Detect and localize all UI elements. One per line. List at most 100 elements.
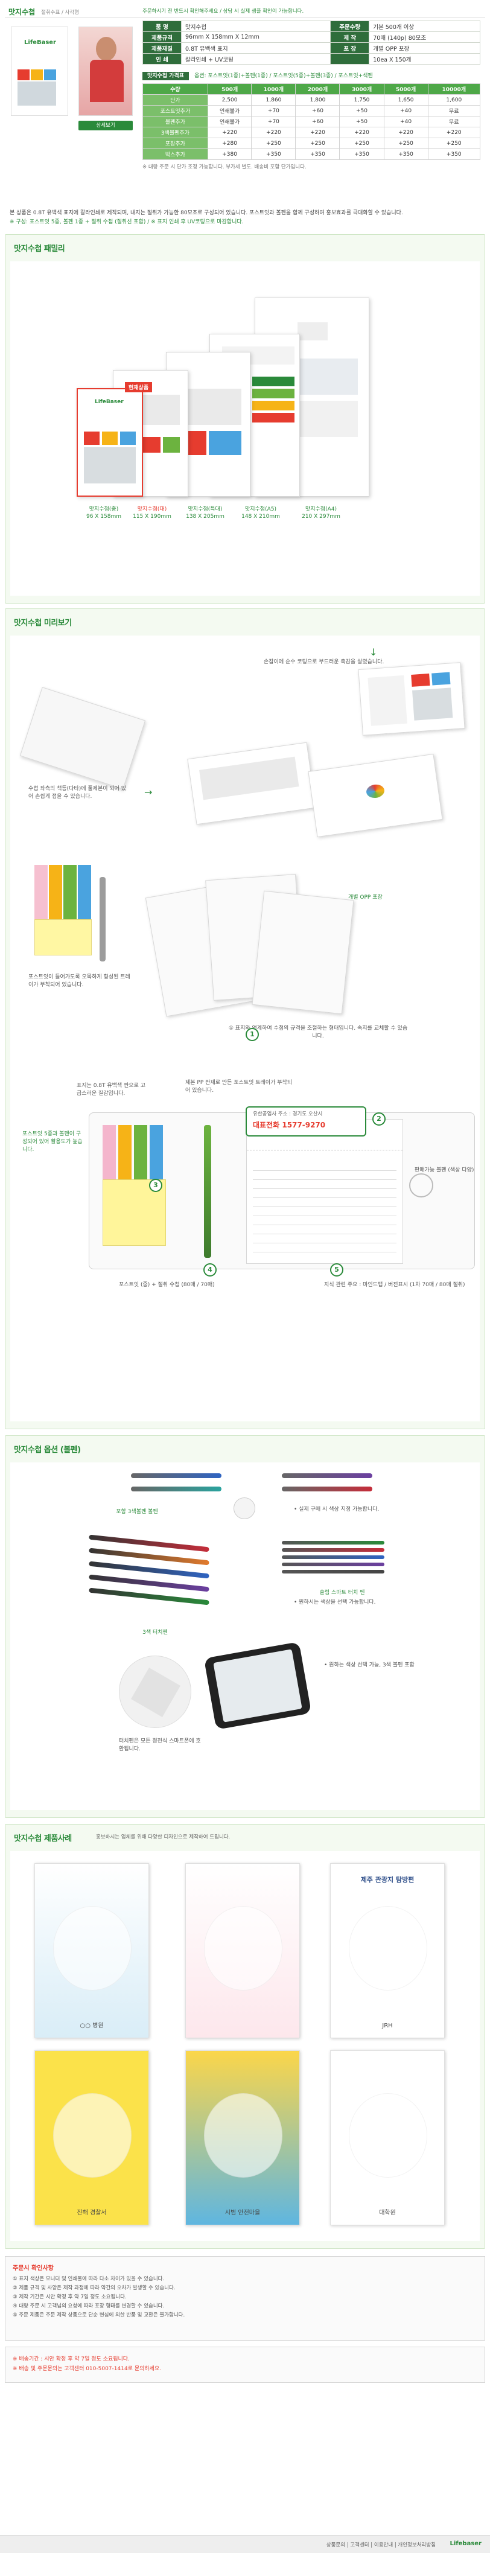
price-cell: 1,860: [251, 94, 296, 106]
price-header-cell: 3000개: [339, 83, 384, 95]
callout-postit-set: 포스트잇 5종과 볼펜이 구성되어 있어 활용도가 높습니다.: [22, 1131, 83, 1153]
price-row: 박스추가+380+350+350+350+350+350: [142, 148, 481, 160]
callout-tray: 포스트잇이 들어가도록 오목하게 형성된 트레이가 부착되어 있습니다.: [28, 974, 130, 988]
family-label: 맛지수첩(A4)210 X 297mm: [288, 506, 354, 520]
section-samples: 맛지수첩 제품사례 홍보하시는 업체를 위해 다양한 디자인으로 제작하여 드립…: [5, 1824, 485, 2249]
price-cell: +220: [251, 127, 296, 138]
price-header-cell: 500개: [207, 83, 252, 95]
sample-card[interactable]: 시범 안전마을: [185, 2050, 300, 2225]
price-header-cell: 수량: [142, 83, 208, 95]
family-label-size: 138 X 205mm: [186, 514, 224, 520]
opp-pack-image: [145, 871, 354, 1017]
spec-key: 제품규격: [142, 31, 182, 43]
price-cell: 1,650: [383, 94, 428, 106]
order-note-line: ② 제품 규격 및 사양은 제작 과정에 따라 약간의 오차가 발생할 수 있습…: [13, 2285, 176, 2291]
footer-links[interactable]: 상품문의 | 고객센터 | 이용안내 | 개인정보처리방침: [326, 2542, 436, 2548]
sample-illustration: [204, 1906, 282, 1991]
spec-key: 인 쇄: [142, 53, 182, 65]
spec-value: 96mm X 158mm X 12mm: [180, 31, 331, 43]
order-note-line: ③ 제작 기간은 시안 확정 후 약 7일 정도 소요됩니다.: [13, 2294, 127, 2300]
family-label-name: 맛지수첩(대): [137, 506, 167, 512]
price-row: 포장추가+280+250+250+250+250+250: [142, 138, 481, 149]
price-row-label: 포장추가: [142, 138, 208, 149]
slim-pen-5: [282, 1570, 384, 1573]
pen-option-purple: [282, 1473, 372, 1478]
price-row-label: 볼펜추가: [142, 116, 208, 127]
section-samples-title: 맛지수첩 제품사례: [14, 1834, 72, 1843]
sample-org: JRH: [382, 2023, 393, 2029]
section-preview-title: 맛지수첩 미리보기: [14, 619, 72, 628]
price-row-label: 3색볼펜추가: [142, 127, 208, 138]
price-cell: 1,800: [295, 94, 340, 106]
family-label: 맛지수첩(특대)138 X 205mm: [172, 506, 238, 520]
price-cell: +250: [251, 138, 296, 149]
price-table-title-bar: 맛지수첩 가격표 옵션: 포스트잇(1종)+볼펜(1종) / 포스트잇(5종)+…: [142, 71, 480, 81]
shipping-notes-box: ※ 배송기간 : 시안 확정 후 약 7일 정도 소요됩니다. ※ 배송 및 주문…: [5, 2347, 485, 2383]
current-product-badge: 현재상품: [125, 382, 153, 392]
phone-callout: 유한공업사 주소 : 경기도 오산시 대표전화 1577-9270: [246, 1106, 366, 1137]
price-cell: +250: [383, 138, 428, 149]
option-3-label: 슬림 스마트 터치 펜: [319, 1590, 365, 1596]
price-cell: +220: [427, 127, 481, 138]
option-4-note: • 원하는 색상 선택 가능, 3색 볼펜 포함: [324, 1662, 415, 1668]
family-label: 맛지수첩(대)115 X 190mm: [119, 506, 185, 520]
price-table-title: 맛지수첩 가격표: [142, 72, 189, 80]
sample-org: 진해 경찰서: [77, 2210, 107, 2216]
spec-key: 주문수량: [330, 21, 370, 32]
shipping-note-line: ※ 배송 및 주문문의는 고객센터 010-5007-1414로 문의하세요.: [13, 2366, 162, 2372]
price-row-label: 포스트잇추가: [142, 105, 208, 116]
spec-key: 품 명: [142, 21, 182, 32]
shipping-note-line: ※ 배송기간 : 시안 확정 후 약 7일 정도 소요됩니다.: [13, 2356, 130, 2362]
price-footnote: ※ 대량 주문 시 단가 조정 가능합니다. 부가세 별도. 배송비 포함 단가…: [142, 164, 307, 170]
phone-sub: 유한공업사 주소 : 경기도 오산시: [253, 1111, 323, 1117]
section-options-body: 포함 3색볼펜 볼펜 • 실제 구매 시 색상 지정 가능합니다. 3색 터치펜…: [10, 1462, 480, 1810]
price-cell: +350: [295, 148, 340, 160]
notebook-angled-preview: [187, 742, 316, 825]
spec-key: 제품재질: [142, 42, 182, 54]
callout-cover-adjust: ① 표지와 연계하여 수첩의 규격을 조절하는 형태입니다. 속지를 교체할 수…: [228, 1025, 408, 1039]
option-1-label: 포함 3색볼펜 볼펜: [116, 1509, 158, 1515]
slim-pen-2: [282, 1548, 384, 1552]
price-option-note: 옵션: 포스트잇(1종)+볼펜(1종) / 포스트잇(5종)+볼펜(3종) / …: [194, 73, 373, 79]
callout-binding: 수첩 좌측의 책등(다타)에 풀제본이 되어 있어 손쉽게 접을 수 있습니다.: [28, 786, 127, 800]
arrow-right-icon: →: [144, 786, 153, 798]
notebook-spine-closeup: [19, 687, 146, 789]
callout-mindmap: 지식 관련 주요 : 마인드맵 / 버전표시 (1차 70매 / 80매 절취): [324, 1282, 465, 1288]
sample-card[interactable]: 진해 경찰서: [34, 2050, 149, 2225]
sample-illustration: [349, 2093, 427, 2178]
footer-bar: 상품문의 | 고객센터 | 이용안내 | 개인정보처리방침 Lifebaser: [0, 2535, 490, 2553]
arrow-down-icon: ↓: [369, 646, 378, 658]
detail-button[interactable]: 상세보기: [78, 121, 133, 130]
sample-card[interactable]: ○○ 병원: [34, 1863, 149, 2038]
price-cell: +250: [427, 138, 481, 149]
family-label-name: 맛지수첩(중): [89, 506, 119, 512]
section-family-title: 맛지수첩 패밀리: [14, 244, 65, 253]
order-note-line: ④ 대량 주문 시 고객님의 요청에 따라 포장 형태를 변경할 수 있습니다.: [13, 2303, 165, 2309]
price-cell: +380: [207, 148, 252, 160]
family-label-size: 148 X 210mm: [241, 514, 280, 520]
order-note-line: ① 표지 색상은 모니터 및 인쇄물에 따라 다소 차이가 있을 수 있습니다.: [13, 2276, 165, 2282]
price-cell: +220: [339, 127, 384, 138]
price-cell: +350: [339, 148, 384, 160]
sample-org: ○○ 병원: [80, 2023, 104, 2029]
spec-key: [330, 53, 370, 65]
family-label: 맛지수첩(중)96 X 158mm: [71, 506, 137, 520]
price-cell: +350: [251, 148, 296, 160]
slim-pen-4: [282, 1563, 384, 1566]
pen-option-blue: [131, 1473, 221, 1478]
pen-option-teal: [131, 1487, 221, 1491]
page-title: 맛지수첩: [8, 8, 36, 16]
price-cell: +50: [339, 105, 384, 116]
callout-pp-tray: 제본 PP 판재로 만든 포스트잇 트레이가 부착되어 있습니다.: [185, 1080, 293, 1094]
sample-card[interactable]: 대학원: [330, 2050, 445, 2225]
price-header-cell: 10000개: [427, 83, 481, 95]
sample-card[interactable]: [185, 1863, 300, 2038]
